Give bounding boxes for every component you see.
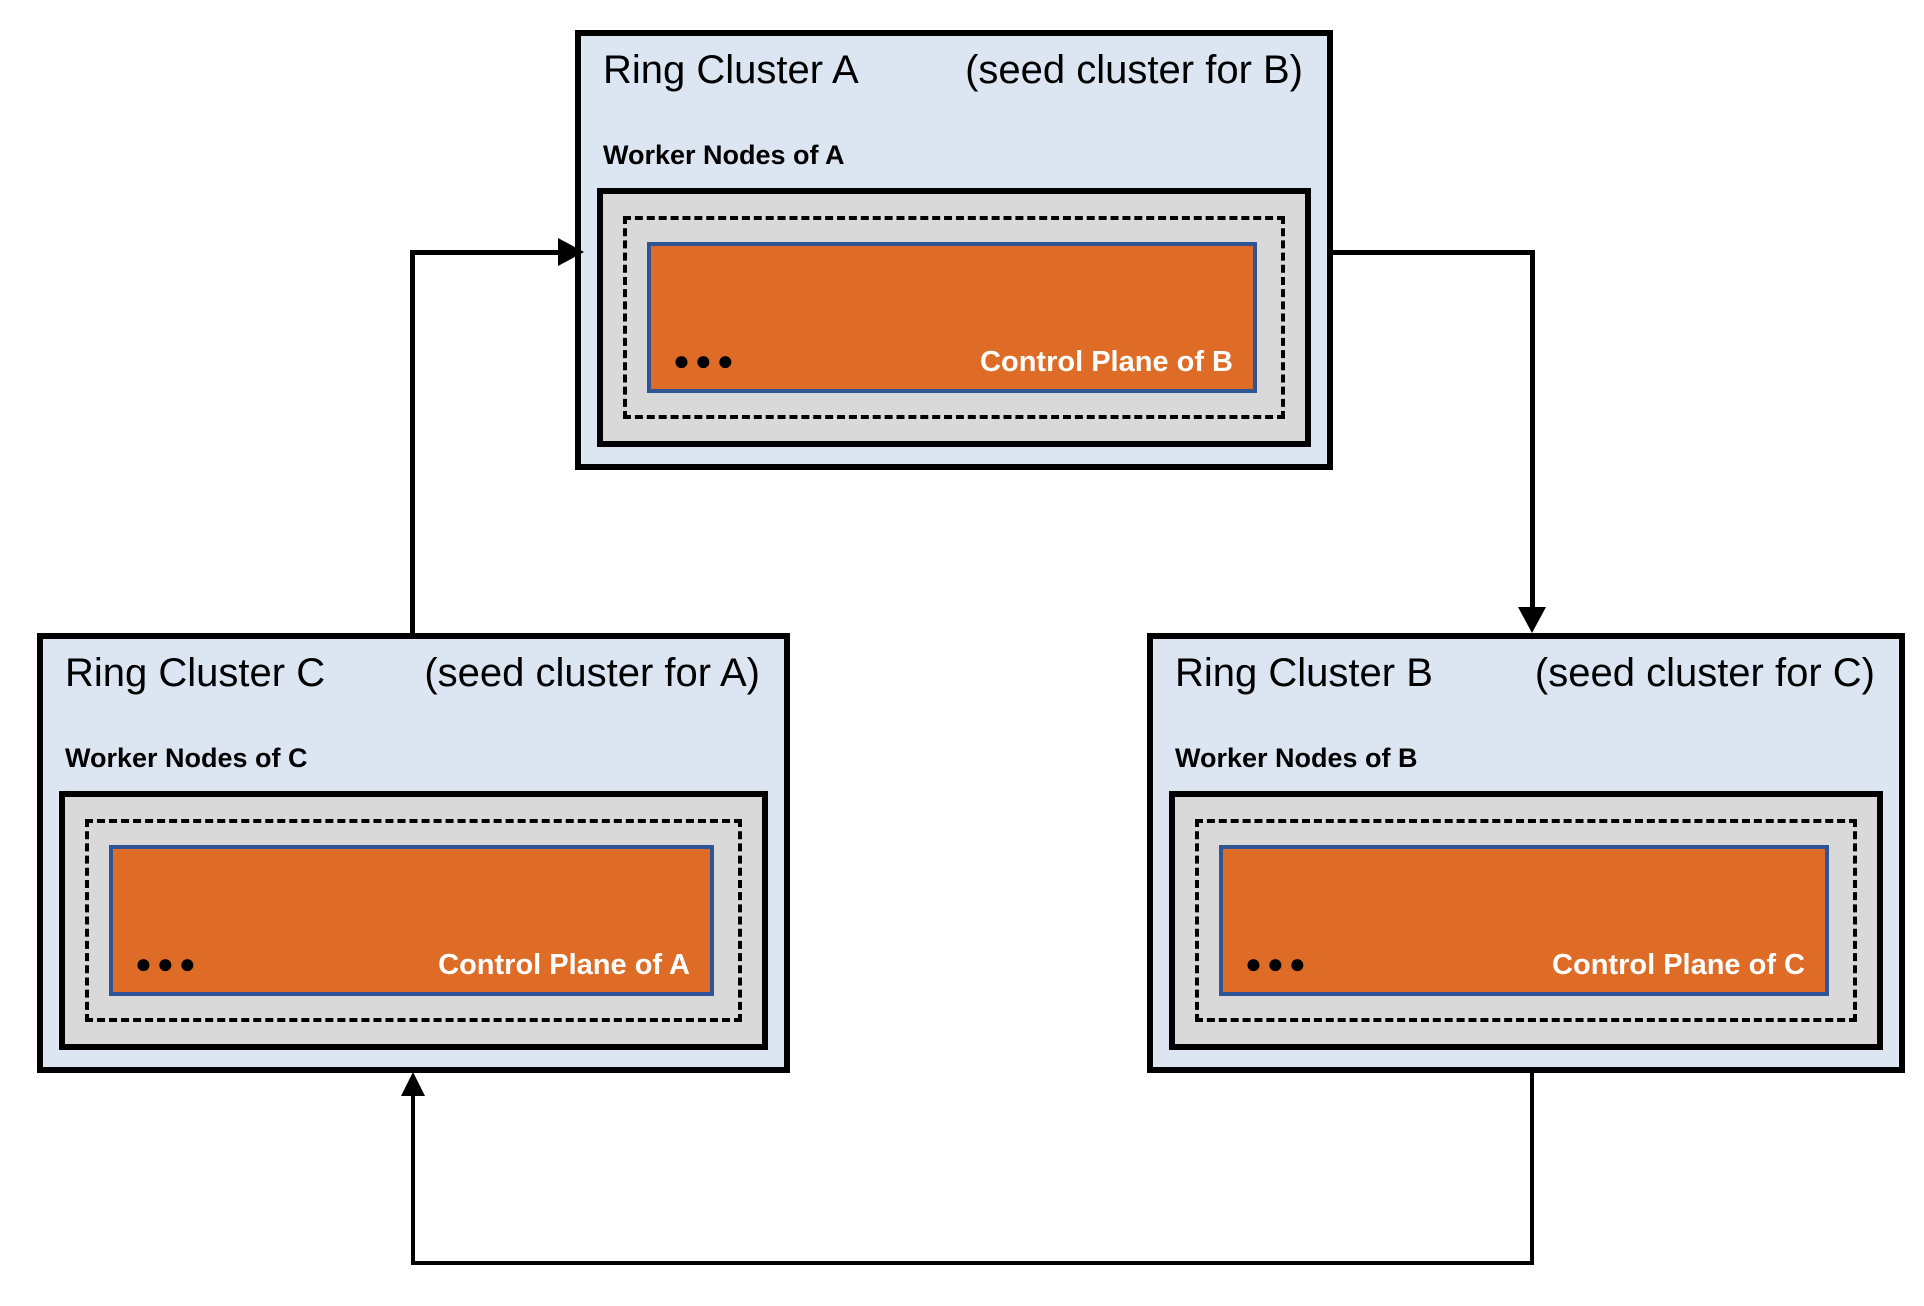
cluster-a-control-plane-label: Control Plane of B — [980, 345, 1233, 378]
arrowhead-up-icon — [401, 1072, 425, 1096]
arrow-a-to-b-horizontal-segment — [1333, 250, 1535, 255]
cluster-b-worker-label: Worker Nodes of B — [1175, 743, 1418, 773]
cluster-a-dashed-node-group: ●●● Control Plane of B — [623, 216, 1285, 419]
arrow-b-to-c-up-segment — [411, 1094, 415, 1265]
ellipsis-dots-icon: ●●● — [1245, 948, 1311, 979]
arrow-c-to-a-vertical-segment — [410, 250, 415, 633]
cluster-a-title-row: Ring Cluster A (seed cluster for B) — [603, 48, 1303, 93]
cluster-a-worker-label: Worker Nodes of A — [603, 140, 845, 170]
cluster-c-dashed-node-group: ●●● Control Plane of A — [85, 819, 742, 1022]
cluster-c-control-plane-label: Control Plane of A — [438, 948, 690, 981]
cluster-b-control-plane-label: Control Plane of C — [1552, 948, 1805, 981]
cluster-b-title: Ring Cluster B — [1175, 651, 1433, 695]
arrow-b-to-c-horizontal-segment — [411, 1261, 1534, 1265]
cluster-c-worker-nodes-box: ●●● Control Plane of A — [59, 791, 768, 1050]
cluster-c-worker-label: Worker Nodes of C — [65, 743, 308, 773]
cluster-b-worker-nodes-box: ●●● Control Plane of C — [1169, 791, 1883, 1050]
cluster-b-title-row: Ring Cluster B (seed cluster for C) — [1175, 651, 1875, 696]
cluster-b-box: Ring Cluster B (seed cluster for C) Work… — [1147, 633, 1905, 1073]
cluster-a-worker-nodes-box: ●●● Control Plane of B — [597, 188, 1311, 447]
arrowhead-right-icon — [558, 238, 584, 266]
cluster-b-control-plane-box: ●●● Control Plane of C — [1219, 845, 1829, 996]
cluster-b-seed-note: (seed cluster for C) — [1534, 651, 1875, 695]
cluster-c-control-plane-box: ●●● Control Plane of A — [109, 845, 714, 996]
arrowhead-down-icon — [1518, 607, 1546, 633]
cluster-a-control-plane-box: ●●● Control Plane of B — [647, 242, 1257, 393]
cluster-c-title-row: Ring Cluster C (seed cluster for A) — [65, 651, 760, 696]
ellipsis-dots-icon: ●●● — [673, 345, 739, 376]
cluster-a-title: Ring Cluster A — [603, 48, 859, 92]
ellipsis-dots-icon: ●●● — [135, 948, 201, 979]
cluster-a-seed-note: (seed cluster for B) — [965, 48, 1303, 92]
cluster-b-dashed-node-group: ●●● Control Plane of C — [1195, 819, 1857, 1022]
arrow-a-to-b-vertical-segment — [1530, 250, 1535, 610]
cluster-c-seed-note: (seed cluster for A) — [424, 651, 760, 695]
cluster-a-box: Ring Cluster A (seed cluster for B) Work… — [575, 30, 1333, 470]
arrow-b-to-c-down-segment — [1530, 1073, 1534, 1265]
cluster-c-title: Ring Cluster C — [65, 651, 326, 695]
cluster-c-box: Ring Cluster C (seed cluster for A) Work… — [37, 633, 790, 1073]
arrow-c-to-a-horizontal-segment — [410, 250, 560, 255]
